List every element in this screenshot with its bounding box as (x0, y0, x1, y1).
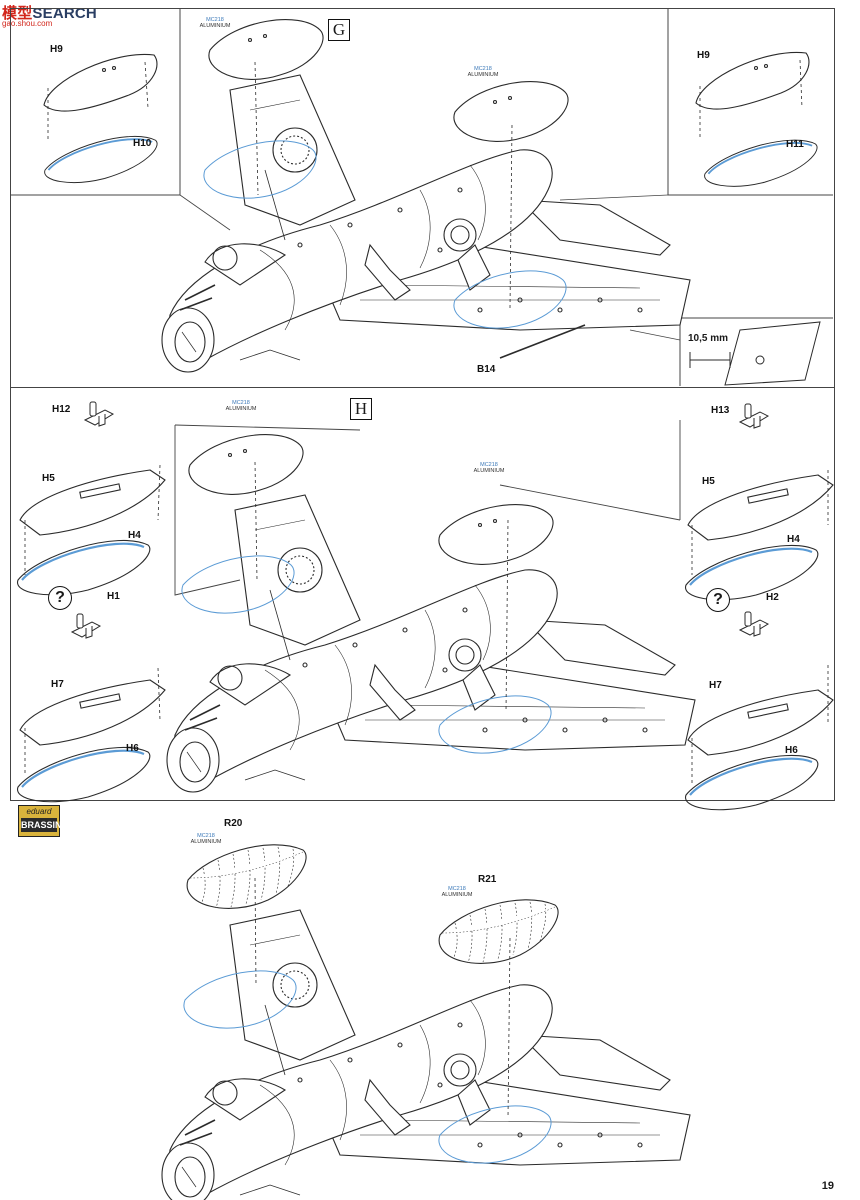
watermark-logo: 模型SEARCH (2, 5, 97, 22)
part-h11: H11 (786, 139, 804, 150)
part-h4-right: H4 (787, 534, 800, 545)
eduard-brassin-badge: eduard BRASSIN (18, 805, 62, 837)
part-h7-right: H7 (709, 680, 722, 691)
part-h1: H1 (107, 591, 120, 602)
part-h2: H2 (766, 592, 779, 603)
page-number: 19 (821, 1180, 834, 1192)
part-h5-left: H5 (42, 473, 55, 484)
question-icon-left: ? (48, 586, 72, 610)
part-h9-left: H9 (50, 44, 63, 55)
step-h-drawing (16, 401, 834, 811)
part-h6-right: H6 (785, 745, 798, 756)
part-h12: H12 (52, 404, 71, 415)
part-h7-left: H7 (51, 679, 64, 690)
part-r20: R20 (224, 818, 243, 829)
step-g-badge: G (328, 19, 350, 41)
part-h6-left: H6 (126, 743, 139, 754)
part-h4-left: H4 (128, 530, 141, 541)
part-h5-right: H5 (702, 476, 715, 487)
part-h13: H13 (711, 405, 730, 416)
part-b14: B14 (477, 364, 496, 375)
part-h9-right: H9 (697, 50, 710, 61)
step-h-badge: H (350, 398, 372, 420)
watermark-url: gao.shou.com (2, 19, 53, 28)
part-r21: R21 (478, 874, 497, 885)
brassin-drawing (161, 844, 691, 1200)
dimension-label: 10,5 mm (688, 333, 729, 344)
question-icon-right: ? (706, 588, 730, 612)
part-h10: H10 (133, 138, 152, 149)
step-h-frame (10, 387, 835, 801)
step-g-drawing (10, 8, 833, 386)
